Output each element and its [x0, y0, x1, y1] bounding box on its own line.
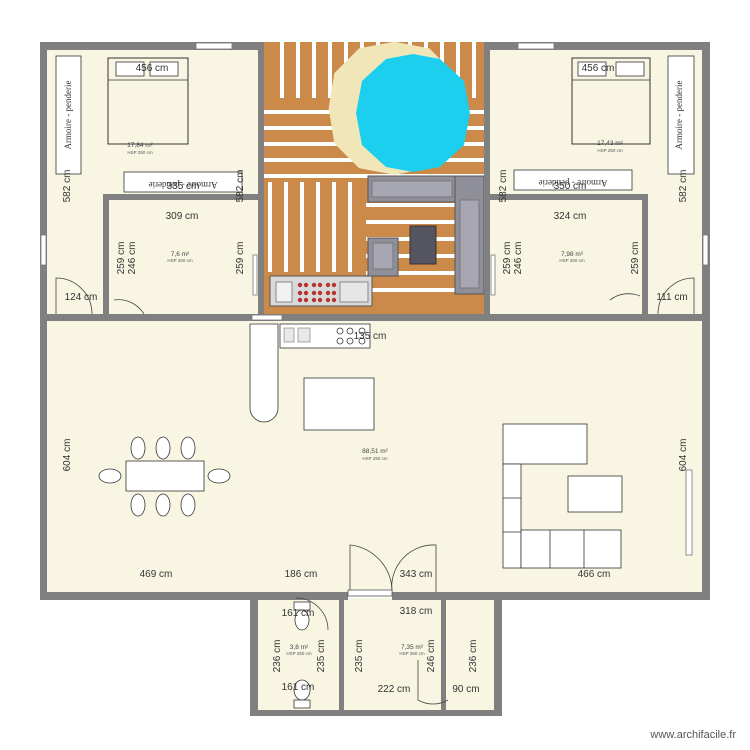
outdoor-coffee-table[interactable] [409, 225, 437, 265]
dim-top-335: 335 cm [167, 181, 200, 192]
dim-bath-right-259a: 259 cm [502, 242, 513, 275]
dim-wc-236: 236 cm [272, 640, 283, 673]
bed-left[interactable] [107, 57, 189, 145]
room-area-living: 88,51 m² [362, 448, 388, 455]
dim-bath-right-246: 246 cm [513, 242, 524, 275]
closet-label-right-horizontal: Armoire - penderie [539, 178, 608, 188]
dim-bath-left-246: 246 cm [127, 242, 138, 275]
dim-bed-left: 456 cm [136, 63, 169, 74]
dim-laundry-318: 318 cm [400, 606, 433, 617]
room-hsp-bath-right: HSP 250 cm [559, 258, 584, 263]
room-hsp-bedroom-right: HSP 250 cm [597, 148, 622, 153]
closet-label-right-vertical: Armoire - penderie [674, 81, 684, 150]
dim-bath-right-324: 324 cm [554, 211, 587, 222]
closet-labels: Armoire - penderie Armoire - penderie Ar… [63, 81, 684, 190]
outdoor-bbq-unit[interactable] [269, 275, 373, 307]
dim-wc-235: 235 cm [316, 640, 327, 673]
dim-left-wall-582: 582 cm [62, 170, 73, 203]
room-area-bath-left: 7,6 m² [171, 251, 190, 258]
room-area-bath-right: 7,98 m² [561, 251, 584, 258]
dim-laundry-90: 90 cm [452, 684, 479, 695]
dim-bottom-343: 343 cm [400, 569, 433, 580]
dim-bath-left-309: 309 cm [166, 211, 199, 222]
dim-laundry-222: 222 cm [378, 684, 411, 695]
living-sofa[interactable] [502, 423, 622, 569]
dim-wc-161-bottom: 161 cm [282, 682, 315, 693]
living-coffee-table[interactable] [567, 475, 623, 513]
closet-label-left-horizontal: Armoire - penderie [149, 180, 218, 190]
dim-bath-right-259b: 259 cm [630, 242, 641, 275]
dim-laundry-246: 246 cm [426, 640, 437, 673]
dim-bed-right: 456 cm [582, 63, 615, 74]
dim-bath-left-259b: 259 cm [235, 242, 246, 275]
room-area-bedroom-right: 17,43 m² [597, 140, 623, 147]
outdoor-sofa[interactable] [367, 175, 485, 295]
dim-right-inner-582: 582 cm [498, 170, 509, 203]
dim-wc-161-top: 161 cm [282, 608, 315, 619]
pool-water [356, 54, 470, 172]
room-hsp-living: HSP 250 cm [362, 456, 387, 461]
dim-bottom-466: 466 cm [578, 569, 611, 580]
dim-kitchen-135: 135 cm [354, 331, 387, 342]
dim-top-350: 350 cm [554, 181, 587, 192]
walls [40, 42, 710, 716]
room-hsp-wc: HSP 250 cm [286, 651, 311, 656]
closet-label-left-vertical: Armoire - penderie [63, 81, 73, 150]
wardrobe-right-horizontal[interactable] [513, 169, 633, 191]
watermark: www.archifacile.fr [649, 729, 736, 741]
windows [40, 42, 709, 556]
dim-laundry-236: 236 cm [468, 640, 479, 673]
room-labels: 17,84 m² HSP 250 cm 17,43 m² HSP 250 cm … [127, 140, 623, 656]
wardrobe-right-vertical[interactable] [667, 55, 695, 175]
dim-right-wall-582: 582 cm [678, 170, 689, 203]
wc-toilet[interactable] [293, 601, 311, 631]
patio-door[interactable] [347, 589, 393, 597]
dim-bottom-186: 186 cm [285, 569, 318, 580]
dimension-labels: 456 cm 456 cm 582 cm 582 cm 582 cm 582 c… [62, 63, 689, 695]
wardrobe-left-horizontal[interactable] [123, 171, 243, 193]
dim-bottom-469: 469 cm [140, 569, 173, 580]
wardrobe-left-vertical[interactable] [55, 55, 82, 175]
dim-left-124: 124 cm [65, 292, 98, 303]
wc-washbasin[interactable] [293, 679, 311, 709]
room-area-bedroom-left: 17,84 m² [127, 142, 153, 149]
dim-left-604: 604 cm [62, 439, 73, 472]
room-hsp-bath-left: HSP 250 cm [167, 258, 192, 263]
door-swings [55, 277, 695, 705]
dim-left-inner-582: 582 cm [235, 170, 246, 203]
bed-right[interactable] [571, 57, 651, 145]
kitchen-island[interactable] [303, 377, 375, 431]
dining-table[interactable] [98, 436, 231, 517]
room-hsp-laundry: HSP 250 cm [399, 651, 424, 656]
outdoor-armchair-seat [372, 242, 394, 270]
room-hsp-bedroom-left: HSP 250 cm [127, 150, 152, 155]
dim-laundry-235: 235 cm [354, 640, 365, 673]
pool[interactable] [328, 41, 470, 175]
dim-bath-left-259a: 259 cm [116, 242, 127, 275]
room-area-laundry: 7,35 m² [401, 644, 424, 651]
kitchen-bar[interactable] [249, 323, 279, 423]
dim-right-604: 604 cm [678, 439, 689, 472]
dim-right-111: 111 cm [656, 292, 687, 303]
kitchen-counter[interactable] [279, 323, 371, 349]
room-area-wc: 3,8 m² [290, 644, 309, 651]
